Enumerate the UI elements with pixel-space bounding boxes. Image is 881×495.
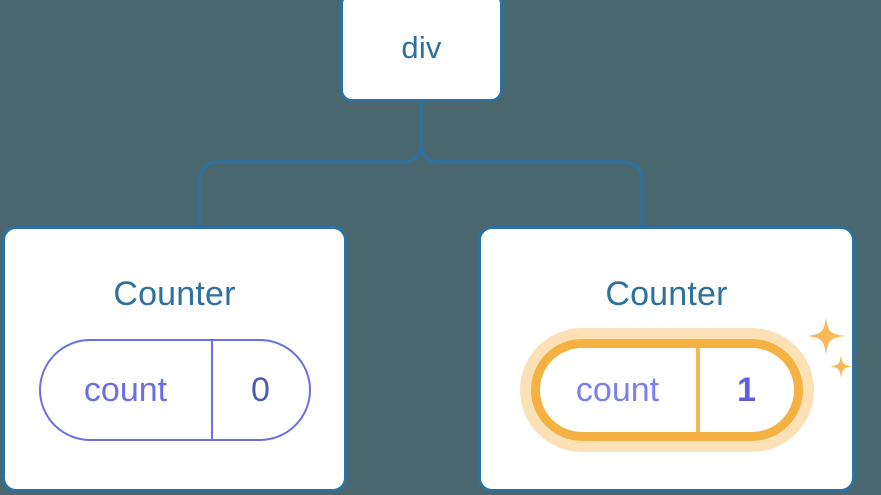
node-counter-left[interactable]: Counter count 0 [2,226,347,492]
state-key-left: count [41,341,213,439]
node-counter-right-title: Counter [605,275,728,313]
node-root-label: div [401,29,442,65]
state-value-right: 1 [737,371,756,409]
state-pill-right-wrapper: count 1 [519,317,852,452]
node-counter-right[interactable]: Counter count 1 [478,226,855,492]
state-pill-left[interactable]: count 0 [38,339,311,441]
state-key-right: count [540,348,700,432]
connector-left [198,99,423,230]
node-root-div[interactable]: div [340,0,503,102]
state-pill-left-wrapper: count 0 [38,339,311,441]
state-value-left: 0 [251,371,270,409]
connector-right [419,99,644,230]
state-pill-right[interactable]: count 1 [530,339,803,441]
node-counter-left-title: Counter [113,275,236,313]
